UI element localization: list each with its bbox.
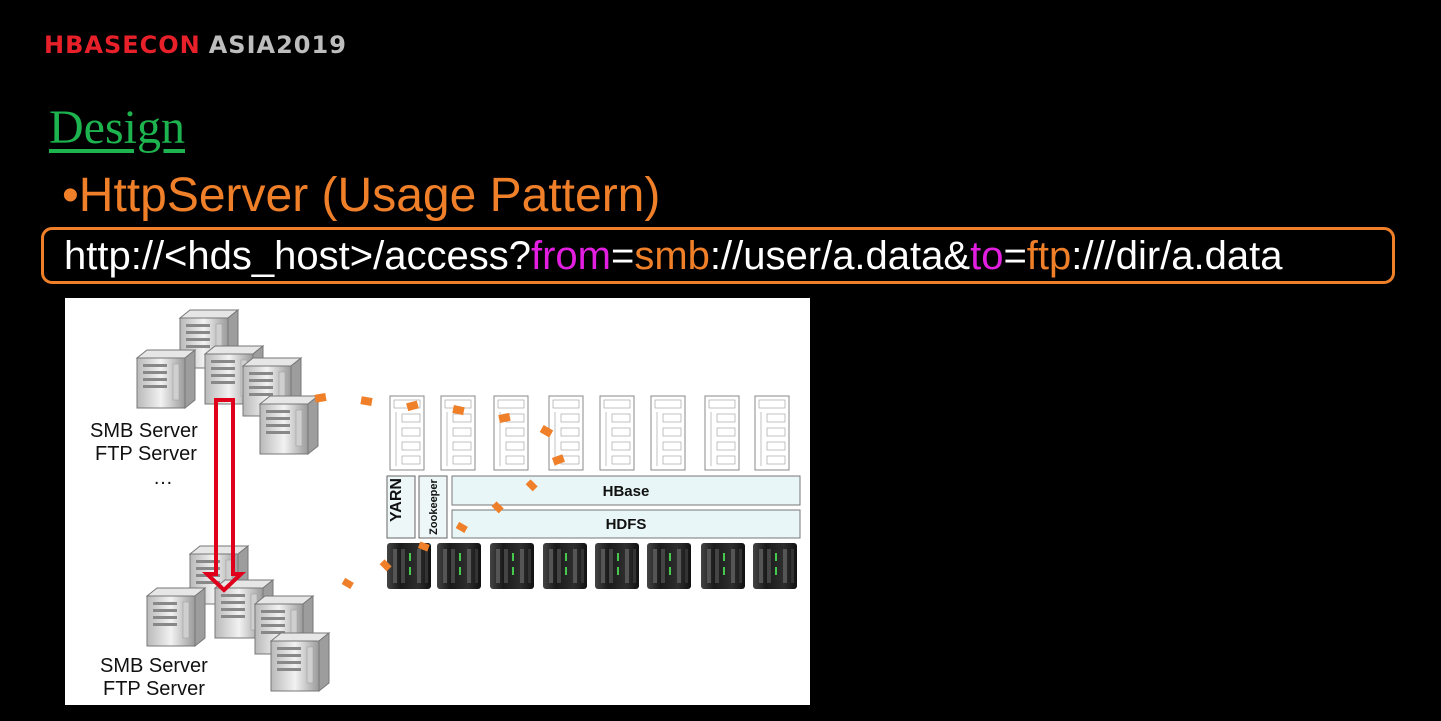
bullet-httpserver: •HttpServer (Usage Pattern) xyxy=(62,169,661,222)
url-to-path: :///dir/a.data xyxy=(1071,234,1283,278)
url-eq2: = xyxy=(1003,234,1027,278)
yarn-box xyxy=(386,475,416,539)
bottom-label-smb: SMB Server xyxy=(100,655,208,677)
url-to-key: to xyxy=(970,234,1004,278)
rack-icon xyxy=(701,543,745,589)
packet-icon xyxy=(341,577,354,589)
url-from-path: ://user/a.data& xyxy=(709,234,971,278)
url-from-key: from xyxy=(530,234,611,278)
data-packets xyxy=(314,393,566,589)
diagram-svg: SMB Server FTP Server … SMB Server FTP S… xyxy=(90,309,801,700)
packet-icon xyxy=(491,501,504,514)
rack-icon xyxy=(490,543,534,589)
packet-icon xyxy=(452,405,465,416)
node-diagram xyxy=(389,395,425,471)
node-diagram xyxy=(704,395,740,471)
server-icon xyxy=(146,587,206,647)
yarn-label: YARN xyxy=(388,478,405,522)
packet-icon xyxy=(498,412,511,423)
packet-icon xyxy=(406,400,419,412)
packet-icon xyxy=(417,541,430,552)
hbase-box xyxy=(451,475,801,506)
server-icon xyxy=(136,349,196,409)
usage-url: http://<hds_host>/access?from=smb://user… xyxy=(64,234,1283,279)
zookeeper-label: Zookeeper xyxy=(428,478,440,534)
architecture-diagram: SMB Server FTP Server … SMB Server FTP S… xyxy=(65,298,810,705)
region-server-nodes xyxy=(389,395,790,471)
node-diagram xyxy=(493,395,529,471)
packet-icon xyxy=(379,559,392,572)
rack-icon xyxy=(753,543,797,589)
url-eq1: = xyxy=(610,234,635,278)
bottom-label-ftp: FTP Server xyxy=(103,678,205,700)
packet-icon xyxy=(551,454,566,466)
packet-icon xyxy=(525,479,538,492)
packet-icon xyxy=(360,396,373,406)
packet-icon xyxy=(314,393,327,403)
url-to-scheme: ftp xyxy=(1026,234,1072,278)
logo-asia2019: ASIA2019 xyxy=(208,31,347,59)
url-from-scheme: smb xyxy=(634,234,710,278)
server-icon xyxy=(259,395,319,455)
rack-icon xyxy=(437,543,481,589)
slide-title: Design xyxy=(49,101,185,154)
hdfs-label: HDFS xyxy=(606,516,647,533)
rack-icon xyxy=(595,543,639,589)
rack-icon xyxy=(543,543,587,589)
server-icon xyxy=(270,632,330,692)
node-diagram xyxy=(599,395,635,471)
node-diagram xyxy=(650,395,686,471)
hardware-racks xyxy=(387,543,797,589)
logo-hbasecon: HBASECON xyxy=(44,31,201,59)
packet-icon xyxy=(539,425,554,438)
url-box: http://<hds_host>/access?from=smb://user… xyxy=(41,227,1395,284)
top-label-ftp: FTP Server xyxy=(95,443,197,465)
top-label-smb: SMB Server xyxy=(90,420,198,442)
top-label-ellipsis: … xyxy=(153,467,173,489)
node-diagram xyxy=(754,395,790,471)
packet-icon xyxy=(455,521,468,533)
hdfs-box xyxy=(451,509,801,539)
url-prefix: http://<hds_host>/access? xyxy=(64,234,531,278)
transfer-arrow xyxy=(201,398,247,593)
rack-icon xyxy=(647,543,691,589)
hbase-label: HBase xyxy=(603,483,650,500)
zookeeper-box xyxy=(418,475,448,539)
